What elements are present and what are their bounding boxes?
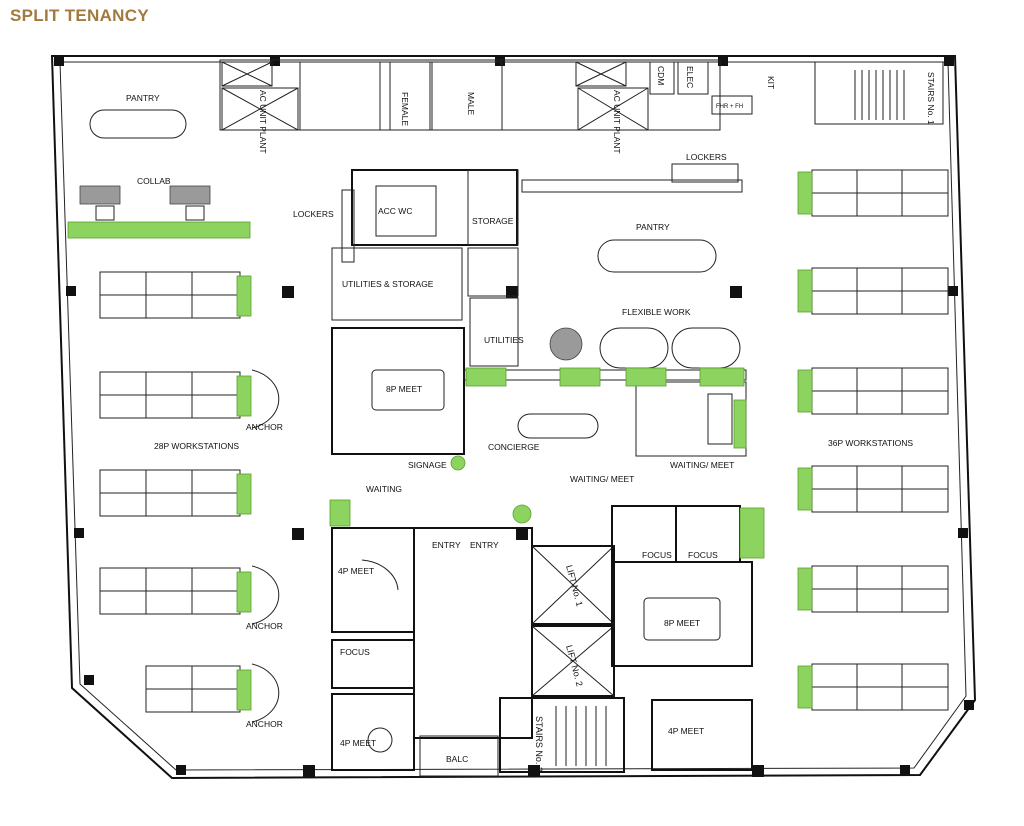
building-outline — [50, 55, 977, 780]
label-waiting-meet-center: WAITING/ MEET — [570, 474, 634, 484]
label-signage: SIGNAGE — [408, 460, 447, 470]
label-anchor-3: ANCHOR — [246, 719, 283, 729]
label-balc: BALC — [446, 754, 468, 764]
label-storage: STORAGE — [472, 216, 514, 226]
label-stairs-1: STAIRS No. 1 — [926, 72, 936, 125]
label-flexible-work: FLEXIBLE WORK — [622, 307, 691, 317]
label-kit: KIT — [766, 76, 776, 89]
label-waiting-meet-right: WAITING/ MEET — [670, 460, 734, 470]
structural-columns — [54, 56, 974, 777]
label-ac-plant-left: AC UNIT PLANT — [258, 90, 268, 154]
label-8p-meet-top: 8P MEET — [386, 384, 422, 394]
label-elec: ELEC — [685, 66, 695, 88]
label-4p-meet-bottom-right: 4P MEET — [668, 726, 704, 736]
label-focus-left: FOCUS — [340, 647, 370, 657]
label-anchor-2: ANCHOR — [246, 621, 283, 631]
label-utilities-storage: UTILITIES & STORAGE — [342, 279, 434, 289]
pantry-counter — [89, 109, 187, 139]
label-lockers-left: LOCKERS — [293, 209, 334, 219]
plan-title: SPLIT TENANCY — [10, 6, 149, 25]
label-lift-1: LIFT No. 1 — [564, 564, 585, 608]
workstations-28p-left — [99, 271, 280, 723]
label-acc-wc: ACC WC — [378, 206, 412, 216]
label-male: MALE — [466, 92, 476, 115]
workstations-36p-right — [797, 169, 949, 711]
label-ac-plant-right: AC UNIT PLANT — [612, 90, 622, 154]
room-labels: PANTRY COLLAB AC UNIT PLANT FEMALE MALE … — [126, 66, 936, 772]
label-pantry-center: PANTRY — [636, 222, 670, 232]
label-focus-2: FOCUS — [688, 550, 718, 560]
label-lockers-right: LOCKERS — [686, 152, 727, 162]
label-36p-workstations: 36P WORKSTATIONS — [828, 438, 913, 448]
center-core — [331, 163, 747, 457]
label-concierge: CONCIERGE — [488, 442, 540, 452]
lower-center — [329, 367, 765, 777]
label-anchor-1: ANCHOR — [246, 422, 283, 432]
label-pantry-left: PANTRY — [126, 93, 160, 103]
label-stairs-2: STAIRS No. 2 — [534, 716, 544, 772]
label-28p-workstations: 28P WORKSTATIONS — [154, 441, 239, 451]
label-cdm: CDM — [656, 66, 666, 85]
label-entry-right: ENTRY — [470, 540, 499, 550]
top-services — [219, 59, 944, 131]
label-4p-meet-left: 4P MEET — [338, 566, 374, 576]
label-8p-meet-bottom: 8P MEET — [664, 618, 700, 628]
label-entry-left: ENTRY — [432, 540, 461, 550]
label-fhr: FHR + FH — [716, 104, 743, 110]
collab-seating — [67, 185, 251, 239]
label-waiting: WAITING — [366, 484, 402, 494]
label-4p-meet-bottom-left: 4P MEET — [340, 738, 376, 748]
label-collab: COLLAB — [137, 176, 171, 186]
label-utilities: UTILITIES — [484, 335, 524, 345]
label-focus-1: FOCUS — [642, 550, 672, 560]
label-female: FEMALE — [400, 92, 410, 126]
